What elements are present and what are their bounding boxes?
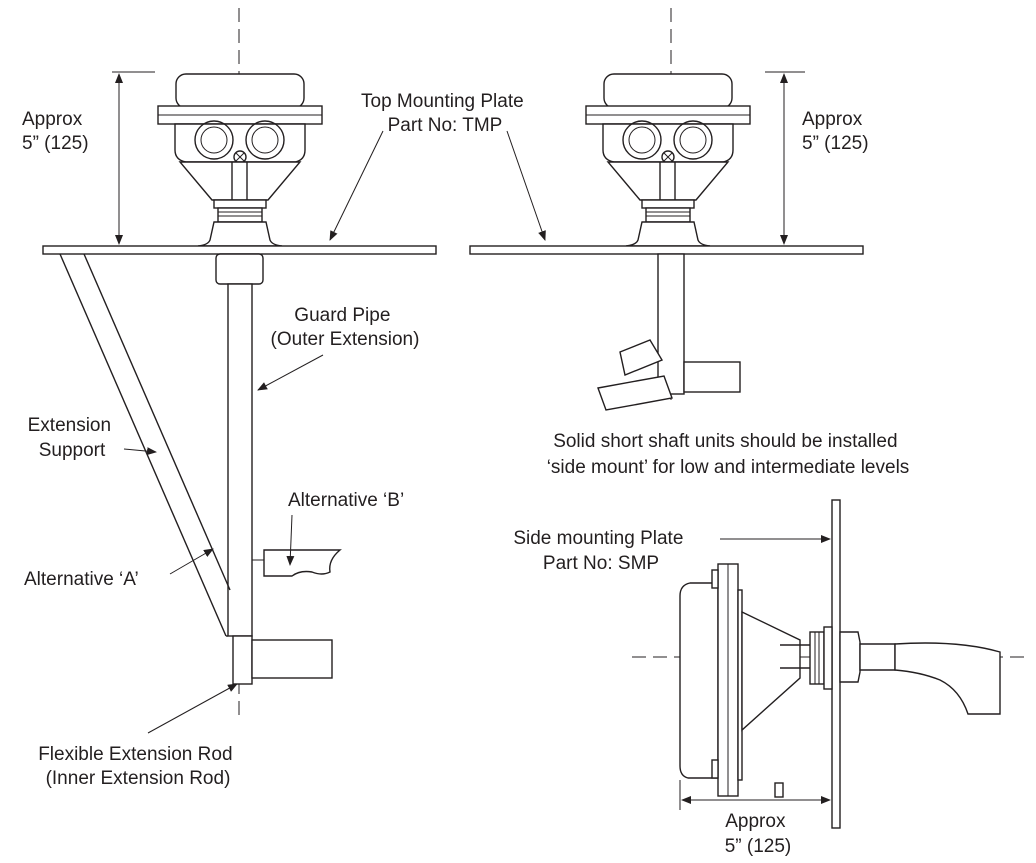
right-top-mounting-plate xyxy=(469,245,864,255)
right-top-mount-unit xyxy=(469,8,864,411)
extension-support-label: Extension Support xyxy=(28,415,117,461)
approx-left-dimension xyxy=(112,71,155,245)
alt-b-leader xyxy=(286,514,295,566)
approx-left-label: Approx 5” (125) xyxy=(22,109,89,154)
approx-right-dimension xyxy=(765,71,805,245)
solid-shaft-note: Solid short shaft units should be instal… xyxy=(547,431,910,478)
approx-right-label: Approx 5” (125) xyxy=(802,109,869,154)
extension-support xyxy=(59,253,231,637)
alternative-a-label: Alternative ‘A’ xyxy=(24,569,139,590)
flex-rod-label: Flexible Extension Rod (Inner Extension … xyxy=(38,744,238,789)
top-plate-leader-left xyxy=(329,130,384,241)
alternative-a-paddle xyxy=(251,639,333,679)
alternative-b-label: Alternative ‘B’ xyxy=(288,490,404,511)
side-plate-label: Side mounting Plate Part No: SMP xyxy=(513,528,688,574)
guard-pipe-label: Guard Pipe (Outer Extension) xyxy=(271,305,420,350)
guard-pipe xyxy=(227,283,253,637)
guard-pipe-leader xyxy=(257,354,324,391)
flexible-extension-rod xyxy=(232,635,253,685)
left-housing xyxy=(157,73,323,247)
top-plate-label: Top Mounting Plate Part No: TMP xyxy=(361,91,529,136)
top-plate-leader-right xyxy=(506,130,546,241)
side-flexible-rod xyxy=(894,642,1001,715)
left-top-mounting-plate xyxy=(42,245,437,255)
approx-bottom-label: Approx 5” (125) xyxy=(725,811,792,857)
approx-bottom-dimension xyxy=(679,780,831,810)
solid-short-shaft xyxy=(657,253,685,395)
alternative-b-paddle xyxy=(263,549,342,577)
side-mounting-plate xyxy=(831,499,841,829)
extension-support-leader xyxy=(123,447,157,456)
flex-rod-leader xyxy=(147,683,238,734)
alt-a-leader xyxy=(169,548,214,575)
side-mount-unit xyxy=(632,499,1026,829)
left-top-mount-unit xyxy=(42,8,437,720)
